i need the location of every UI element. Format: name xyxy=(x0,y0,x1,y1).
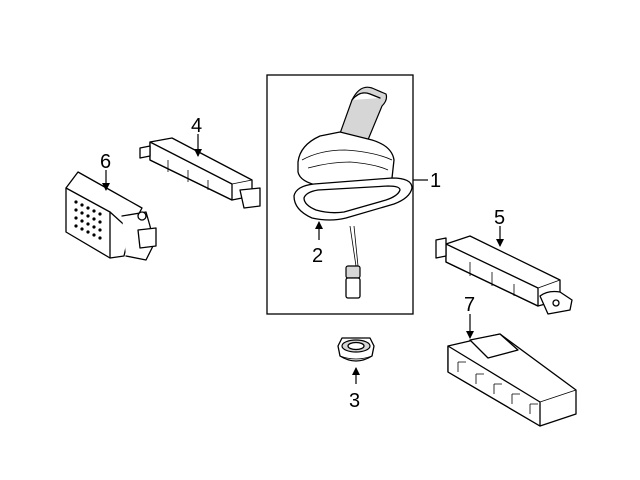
antenna-gasket[interactable] xyxy=(293,177,413,221)
callout-7: 7 xyxy=(464,294,475,316)
callout-5: 5 xyxy=(494,207,505,229)
speaker-grille xyxy=(74,200,102,240)
module-6[interactable] xyxy=(65,171,157,261)
callout-1: 1 xyxy=(430,170,441,192)
grommet[interactable] xyxy=(337,337,375,362)
callout-6: 6 xyxy=(100,151,111,173)
assembly-box xyxy=(266,74,414,315)
module-4[interactable] xyxy=(139,137,261,209)
antenna-cable[interactable] xyxy=(345,225,361,299)
module-5[interactable] xyxy=(435,235,573,315)
callout-2: 2 xyxy=(312,245,323,267)
module-7[interactable] xyxy=(447,333,577,427)
antenna-cover[interactable] xyxy=(297,86,395,189)
callout-3: 3 xyxy=(349,390,360,412)
callout-4: 4 xyxy=(191,115,202,137)
